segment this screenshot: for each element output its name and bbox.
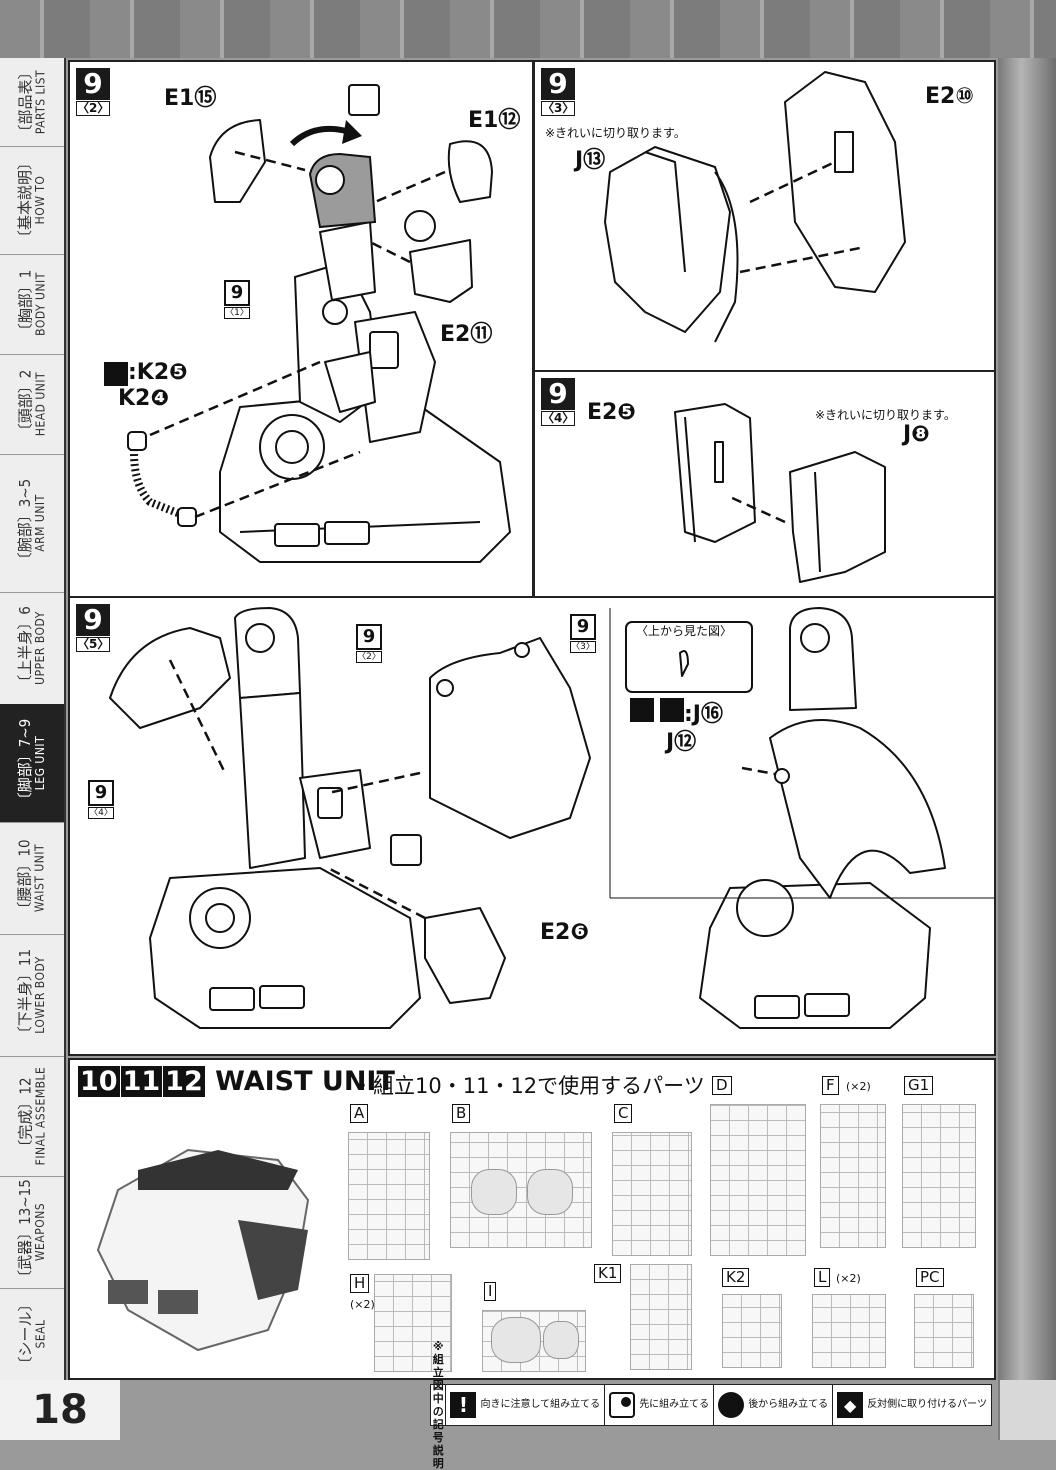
runner-multiplier-h: (×2)	[350, 1298, 375, 1311]
first-assemble-icon	[390, 834, 422, 866]
cut-cleanly-note: ※きれいに切り取ります。	[545, 126, 686, 140]
runner-label-l: L	[814, 1268, 831, 1287]
runner-pc	[914, 1294, 974, 1368]
background-top	[0, 0, 1056, 58]
step-badge: 9 〈2〉	[76, 67, 110, 116]
runner-label-k2: K2	[722, 1268, 750, 1287]
part-label-e2-11: E2⑪	[440, 322, 493, 347]
runner-f	[820, 1104, 886, 1248]
step-9-2-panel: 9 〈2〉	[68, 60, 534, 598]
part-label-k2-4: K2❹	[118, 386, 169, 411]
part-label-e1-15: E1⑮	[164, 86, 217, 111]
background-right	[998, 58, 1056, 1440]
exclamation-icon	[630, 698, 654, 722]
runner-l	[812, 1294, 886, 1368]
runner-k2	[722, 1294, 782, 1368]
sidebar-item-seal[interactable]: 〔シール〕SEAL	[0, 1288, 64, 1381]
runner-label-c: C	[614, 1104, 633, 1123]
next-page-edge	[1000, 1380, 1056, 1440]
step-9-3-panel: 9 〈3〉 ※きれいに切り取ります。 J⑬ E2⑩	[533, 60, 996, 373]
runner-label-k1: K1	[594, 1264, 622, 1283]
legend-item: 先に組み立てる	[605, 1385, 715, 1425]
step-badge: 9 〈4〉	[541, 377, 575, 426]
part-label-j16: :J⑯	[684, 702, 723, 727]
cut-cleanly-note: ※きれいに切り取ります。	[815, 408, 956, 422]
part-label-j8: J❽	[903, 422, 930, 447]
sidebar-item-how-to[interactable]: 〔基本説明〕HOW TO	[0, 146, 64, 255]
runner-i	[482, 1310, 586, 1372]
step-9-5-panel: 9 〈5〉	[68, 596, 996, 1056]
first-assemble-icon	[609, 1392, 636, 1418]
leg-final-drawing	[109, 607, 994, 1029]
runner-multiplier-l: (×2)	[836, 1272, 861, 1285]
step-badge: 9 〈3〉	[541, 67, 575, 116]
runner-label-g1: G1	[904, 1076, 934, 1095]
runner-label-i: I	[484, 1282, 497, 1301]
opposite-side-icon: ◆	[837, 1392, 864, 1418]
part-label-e2-6: E2❻	[540, 920, 589, 945]
part-label-e2-5: E2❺	[587, 400, 636, 425]
page-number: 18	[0, 1380, 120, 1440]
runner-d	[710, 1104, 806, 1256]
parts-heading: ・組立10・11・12で使用するパーツ	[352, 1074, 705, 1098]
legend-item: 後から組み立てる	[714, 1385, 834, 1425]
runner-label-b: B	[452, 1104, 471, 1123]
later-assemble-icon	[404, 210, 436, 242]
runner-k1	[630, 1264, 692, 1370]
runner-g1	[902, 1104, 976, 1248]
part-label-j13: J⑬	[575, 148, 606, 173]
runner-h	[374, 1274, 452, 1372]
first-assemble-icon	[348, 84, 380, 116]
opposite-side-icon	[660, 698, 684, 722]
runner-b	[450, 1132, 592, 1248]
exclamation-icon: !	[450, 1392, 477, 1418]
sidebar-item-parts-list[interactable]: 〔部品表〕PARTS LIST	[0, 58, 64, 147]
shin-armor-drawing	[674, 403, 886, 583]
legend-item: ! 向きに注意して組み立てる	[446, 1385, 606, 1425]
part-label-j12: J⑫	[666, 730, 697, 755]
top-view-label: 〈上から見た図〉	[636, 624, 733, 638]
runner-label-d: D	[712, 1076, 732, 1095]
waist-unit-photo	[96, 1148, 310, 1352]
runner-label-h: H	[350, 1274, 370, 1293]
runner-label-pc: PC	[916, 1268, 944, 1287]
step-9-4-panel: 9 〈4〉 E2❺ ※きれいに切り取ります。 J❽	[533, 370, 996, 598]
legend-title: ※組立図中の記号説明	[431, 1340, 447, 1470]
symbol-legend: ※組立図中の記号説明 ! 向きに注意して組み立てる 先に組み立てる 後から組み立…	[430, 1340, 992, 1470]
legend-item: ◆ 反対側に取り付けるパーツ	[833, 1385, 991, 1425]
runner-multiplier-f: (×2)	[846, 1080, 871, 1093]
leg-assembly-drawing	[127, 119, 511, 563]
part-label-k2-5: :K2❺	[128, 360, 188, 385]
runner-label-f: F	[822, 1076, 839, 1095]
runner-label-a: A	[350, 1104, 369, 1123]
reference-badge: 9 〈3〉	[570, 614, 596, 653]
knee-armor-drawing	[604, 71, 906, 343]
later-assemble-icon	[718, 1392, 745, 1418]
part-label-e1-12: E1⑫	[468, 108, 521, 133]
step-badge: 9 〈5〉	[76, 603, 110, 652]
reference-badge: 9 〈1〉	[224, 280, 250, 319]
part-label-e2-10: E2⑩	[925, 84, 974, 109]
opposite-side-icon	[104, 362, 128, 386]
runner-c	[612, 1132, 692, 1256]
reference-badge: 9 〈4〉	[88, 780, 114, 819]
reference-badge: 9 〈2〉	[356, 624, 382, 663]
runner-a	[348, 1132, 430, 1260]
